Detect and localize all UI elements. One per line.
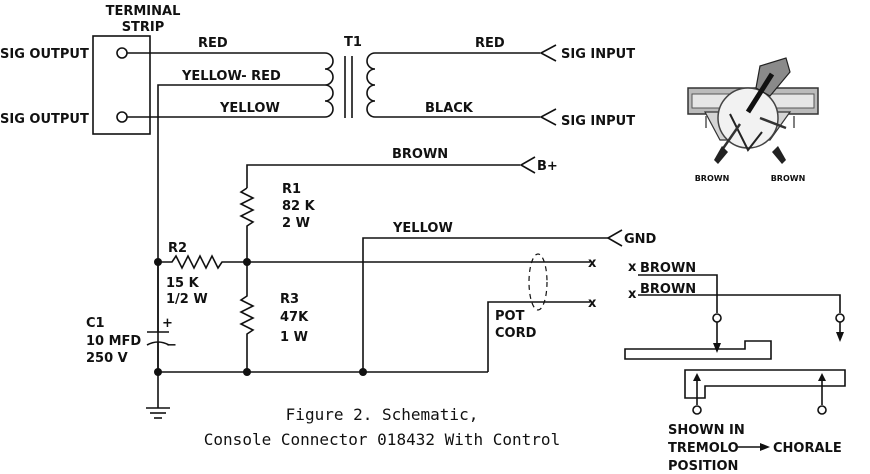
figure-caption-line1: Figure 2. Schematic, [286, 405, 479, 424]
wire-brown-bplus [246, 164, 520, 188]
terminal-strip-title-line2: STRIP [122, 20, 165, 35]
bplus-label: B+ [537, 159, 558, 174]
resistor-r2-and-wire [158, 254, 590, 270]
switch-terminal-bottom-left [692, 405, 702, 415]
pot-x-mark-1: x [588, 256, 597, 271]
switch-x-mark-1: x [628, 260, 637, 275]
pot-cord-bundle [528, 253, 548, 311]
terminal-strip-box [92, 35, 151, 135]
r3-rating: 1 W [280, 330, 308, 345]
r1-rating: 2 W [282, 216, 310, 231]
sig-input-connector-1 [539, 44, 557, 62]
switch-terminal-bottom-right [817, 405, 827, 415]
switch-terminal-top-left [712, 313, 722, 323]
photo-label-brown-right: BROWN [771, 174, 806, 183]
junction-r2-left [154, 258, 162, 266]
terminal-2 [116, 111, 128, 123]
switch-bar-lower [684, 369, 846, 399]
gnd-connector [606, 229, 623, 247]
r1-name: R1 [282, 182, 301, 197]
sig-input-label-1: SIG INPUT [561, 47, 635, 62]
switch-note-arrow-head [760, 443, 770, 451]
switch-arrow-bottom-right [818, 373, 826, 381]
terminal-strip-title-line1: TERMINAL [106, 4, 181, 19]
switch-note-chorale: CHORALE [773, 441, 842, 456]
pot-x-mark-2: x [588, 296, 597, 311]
wire-label-black-secondary: BLACK [425, 101, 474, 116]
transformer-primary-coil [324, 52, 334, 118]
photo-label-brown-left: BROWN [695, 174, 730, 183]
r2-rating: 1/2 W [166, 292, 208, 307]
gnd-label: GND [624, 232, 657, 247]
junction-ground-r3 [243, 368, 251, 376]
r3-name: R3 [280, 292, 299, 307]
terminal-1 [116, 47, 128, 59]
r1-value: 82 K [282, 199, 316, 214]
wire-brown-bottom [638, 294, 841, 313]
wire-label-red-primary: RED [198, 36, 228, 51]
wire-yellow-gnd [362, 237, 608, 372]
switch-arrow-top-right [836, 332, 844, 342]
wire-label-yellow-gnd: YELLOW [392, 221, 453, 236]
sig-input-connector-2 [539, 108, 557, 126]
wire-pot-cord [487, 301, 590, 372]
switch-arrow-bottom-left [693, 373, 701, 381]
transformer-secondary-coil [366, 52, 376, 118]
switch-note-line3: POSITION [668, 459, 738, 474]
wire-label-brown-top: BROWN [640, 261, 696, 276]
c1-value: 10 MFD [86, 334, 141, 349]
switch-note-tremolo: TREMOLO [668, 441, 739, 456]
switch-terminal-top-right [835, 313, 845, 323]
figure-caption-line2: Console Connector 018432 With Control [204, 430, 560, 449]
switch-note-line1: SHOWN IN [668, 423, 745, 438]
c1-name: C1 [86, 316, 105, 331]
wire-label-brown-bottom: BROWN [640, 282, 696, 297]
junction-r1-r3 [243, 258, 251, 266]
pot-cord-line2: CORD [495, 326, 537, 341]
pot-cord-line1: POT [495, 309, 525, 324]
switch-x-mark-2: x [628, 287, 637, 302]
c1-polarity: + [162, 316, 173, 331]
c1-rating: 250 V [86, 351, 128, 366]
transformer-label: T1 [344, 35, 362, 50]
switch-arrow-top-left [713, 343, 721, 353]
r3-value: 47K [280, 310, 309, 325]
wire-label-red-secondary: RED [475, 36, 505, 51]
switch-bar-upper [624, 340, 772, 360]
resistor-r1 [239, 187, 255, 262]
sig-input-label-2: SIG INPUT [561, 114, 635, 129]
c1-minus: − [166, 338, 177, 353]
bplus-connector [519, 156, 536, 174]
wire-label-brown-bplus: BROWN [392, 147, 448, 162]
r2-value: 15 K [166, 276, 200, 291]
wire-label-yellow-red: YELLOW- RED [181, 69, 281, 84]
junction-ground-gnd [359, 368, 367, 376]
sig-output-label-1: SIG OUTPUT [0, 47, 89, 62]
junction-ground-left [154, 368, 162, 376]
resistor-r3 [239, 262, 255, 372]
wire-label-yellow-primary: YELLOW [219, 101, 280, 116]
control-photo [687, 57, 819, 164]
sig-output-label-2: SIG OUTPUT [0, 112, 89, 127]
r2-name: R2 [168, 241, 187, 256]
wire-brown-top [638, 274, 718, 313]
